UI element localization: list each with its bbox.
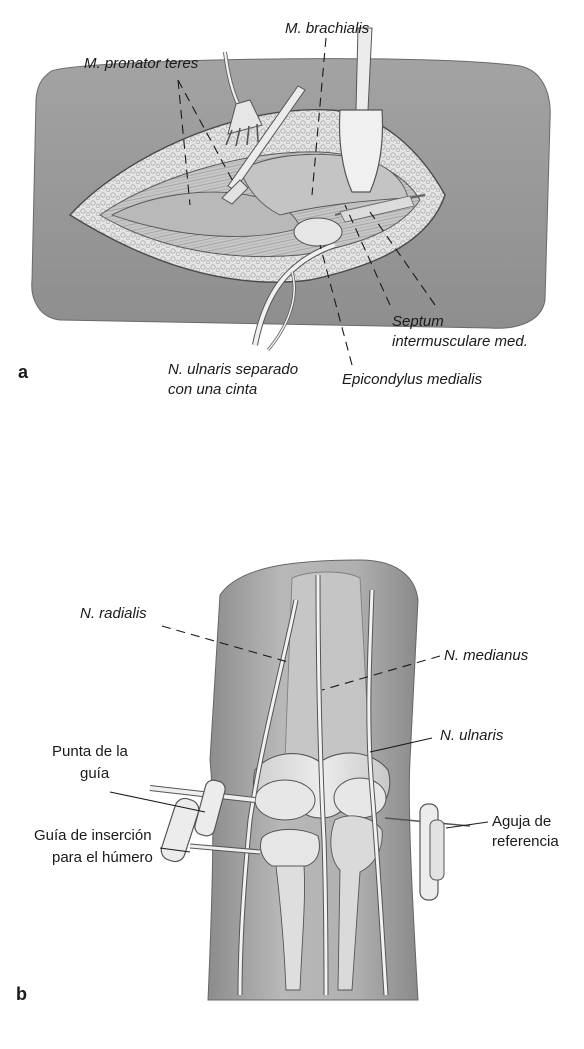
label-septum-line1: Septum [392, 313, 444, 330]
fascia-strip [339, 195, 415, 223]
label-epicondylus: Epicondylus medialis [342, 371, 483, 388]
panel-b-figure [149, 559, 471, 1001]
capitulum [333, 777, 387, 819]
label-guia-line2: para el húmero [52, 849, 153, 866]
panel-letter-b: b [16, 984, 27, 1004]
trochlea [254, 779, 316, 821]
radius-shaft [275, 865, 305, 991]
label-aguja-line2: referencia [492, 833, 559, 850]
reference-needle [384, 803, 471, 901]
humerus-insertion-guide [149, 779, 261, 863]
label-radialis: N. radialis [80, 605, 147, 622]
label-septum-line2: intermusculare med. [392, 333, 528, 350]
label-pronator-teres: M. pronator teres [84, 55, 199, 72]
label-aguja-line1: Aguja de [492, 813, 551, 830]
medial-epicondyle [293, 217, 343, 247]
panel-letter-a: a [18, 362, 29, 382]
panel-a-leaders [177, 37, 436, 366]
label-medianus: N. medianus [444, 647, 529, 664]
radius-head [259, 829, 320, 867]
label-punta-line2: guía [80, 765, 110, 782]
label-guia-line1: Guía de inserción [34, 827, 152, 844]
fork-retractor [223, 51, 263, 147]
humerus-shaft [284, 571, 371, 761]
panel-b-leaders [109, 625, 489, 853]
label-ulnaris-separado-line1: N. ulnaris separado [168, 361, 298, 378]
label-brachialis: M. brachialis [285, 20, 370, 37]
label-punta-line1: Punta de la [52, 743, 129, 760]
blade-retractor [338, 27, 384, 193]
ulna [330, 815, 383, 991]
label-ulnaris-separado-line2: con una cinta [168, 381, 257, 398]
elevator-instrument [221, 85, 306, 205]
label-ulnaris: N. ulnaris [440, 727, 504, 744]
panel-a-figure [31, 27, 551, 351]
